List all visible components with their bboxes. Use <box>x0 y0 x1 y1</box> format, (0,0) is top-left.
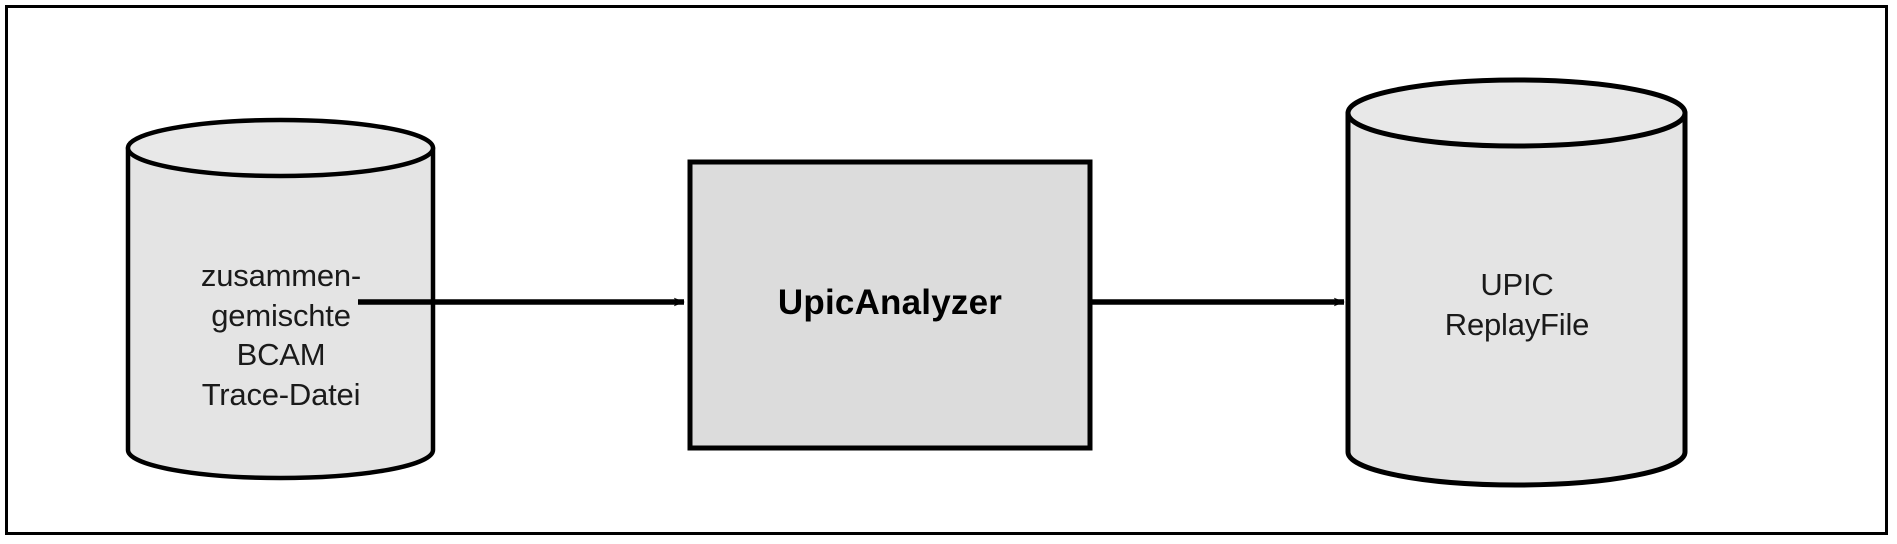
process-box-upic-analyzer <box>687 159 1093 451</box>
node-target-store[interactable] <box>1345 77 1688 488</box>
cylinder-body-source <box>125 145 436 481</box>
node-label-source-store: zusammen- gemischte BCAM Trace-Datei <box>200 258 362 413</box>
cylinder-top-target <box>1345 77 1688 149</box>
cylinder-body-target <box>1345 110 1688 488</box>
cylinder-top-source <box>125 117 436 179</box>
node-label-upic-analyzer: UpicAnalyzer <box>777 283 1003 322</box>
node-source-store[interactable] <box>125 117 436 481</box>
node-upic-analyzer[interactable] <box>687 159 1093 451</box>
node-label-target-store: UPIC ReplayFile <box>1444 267 1590 342</box>
